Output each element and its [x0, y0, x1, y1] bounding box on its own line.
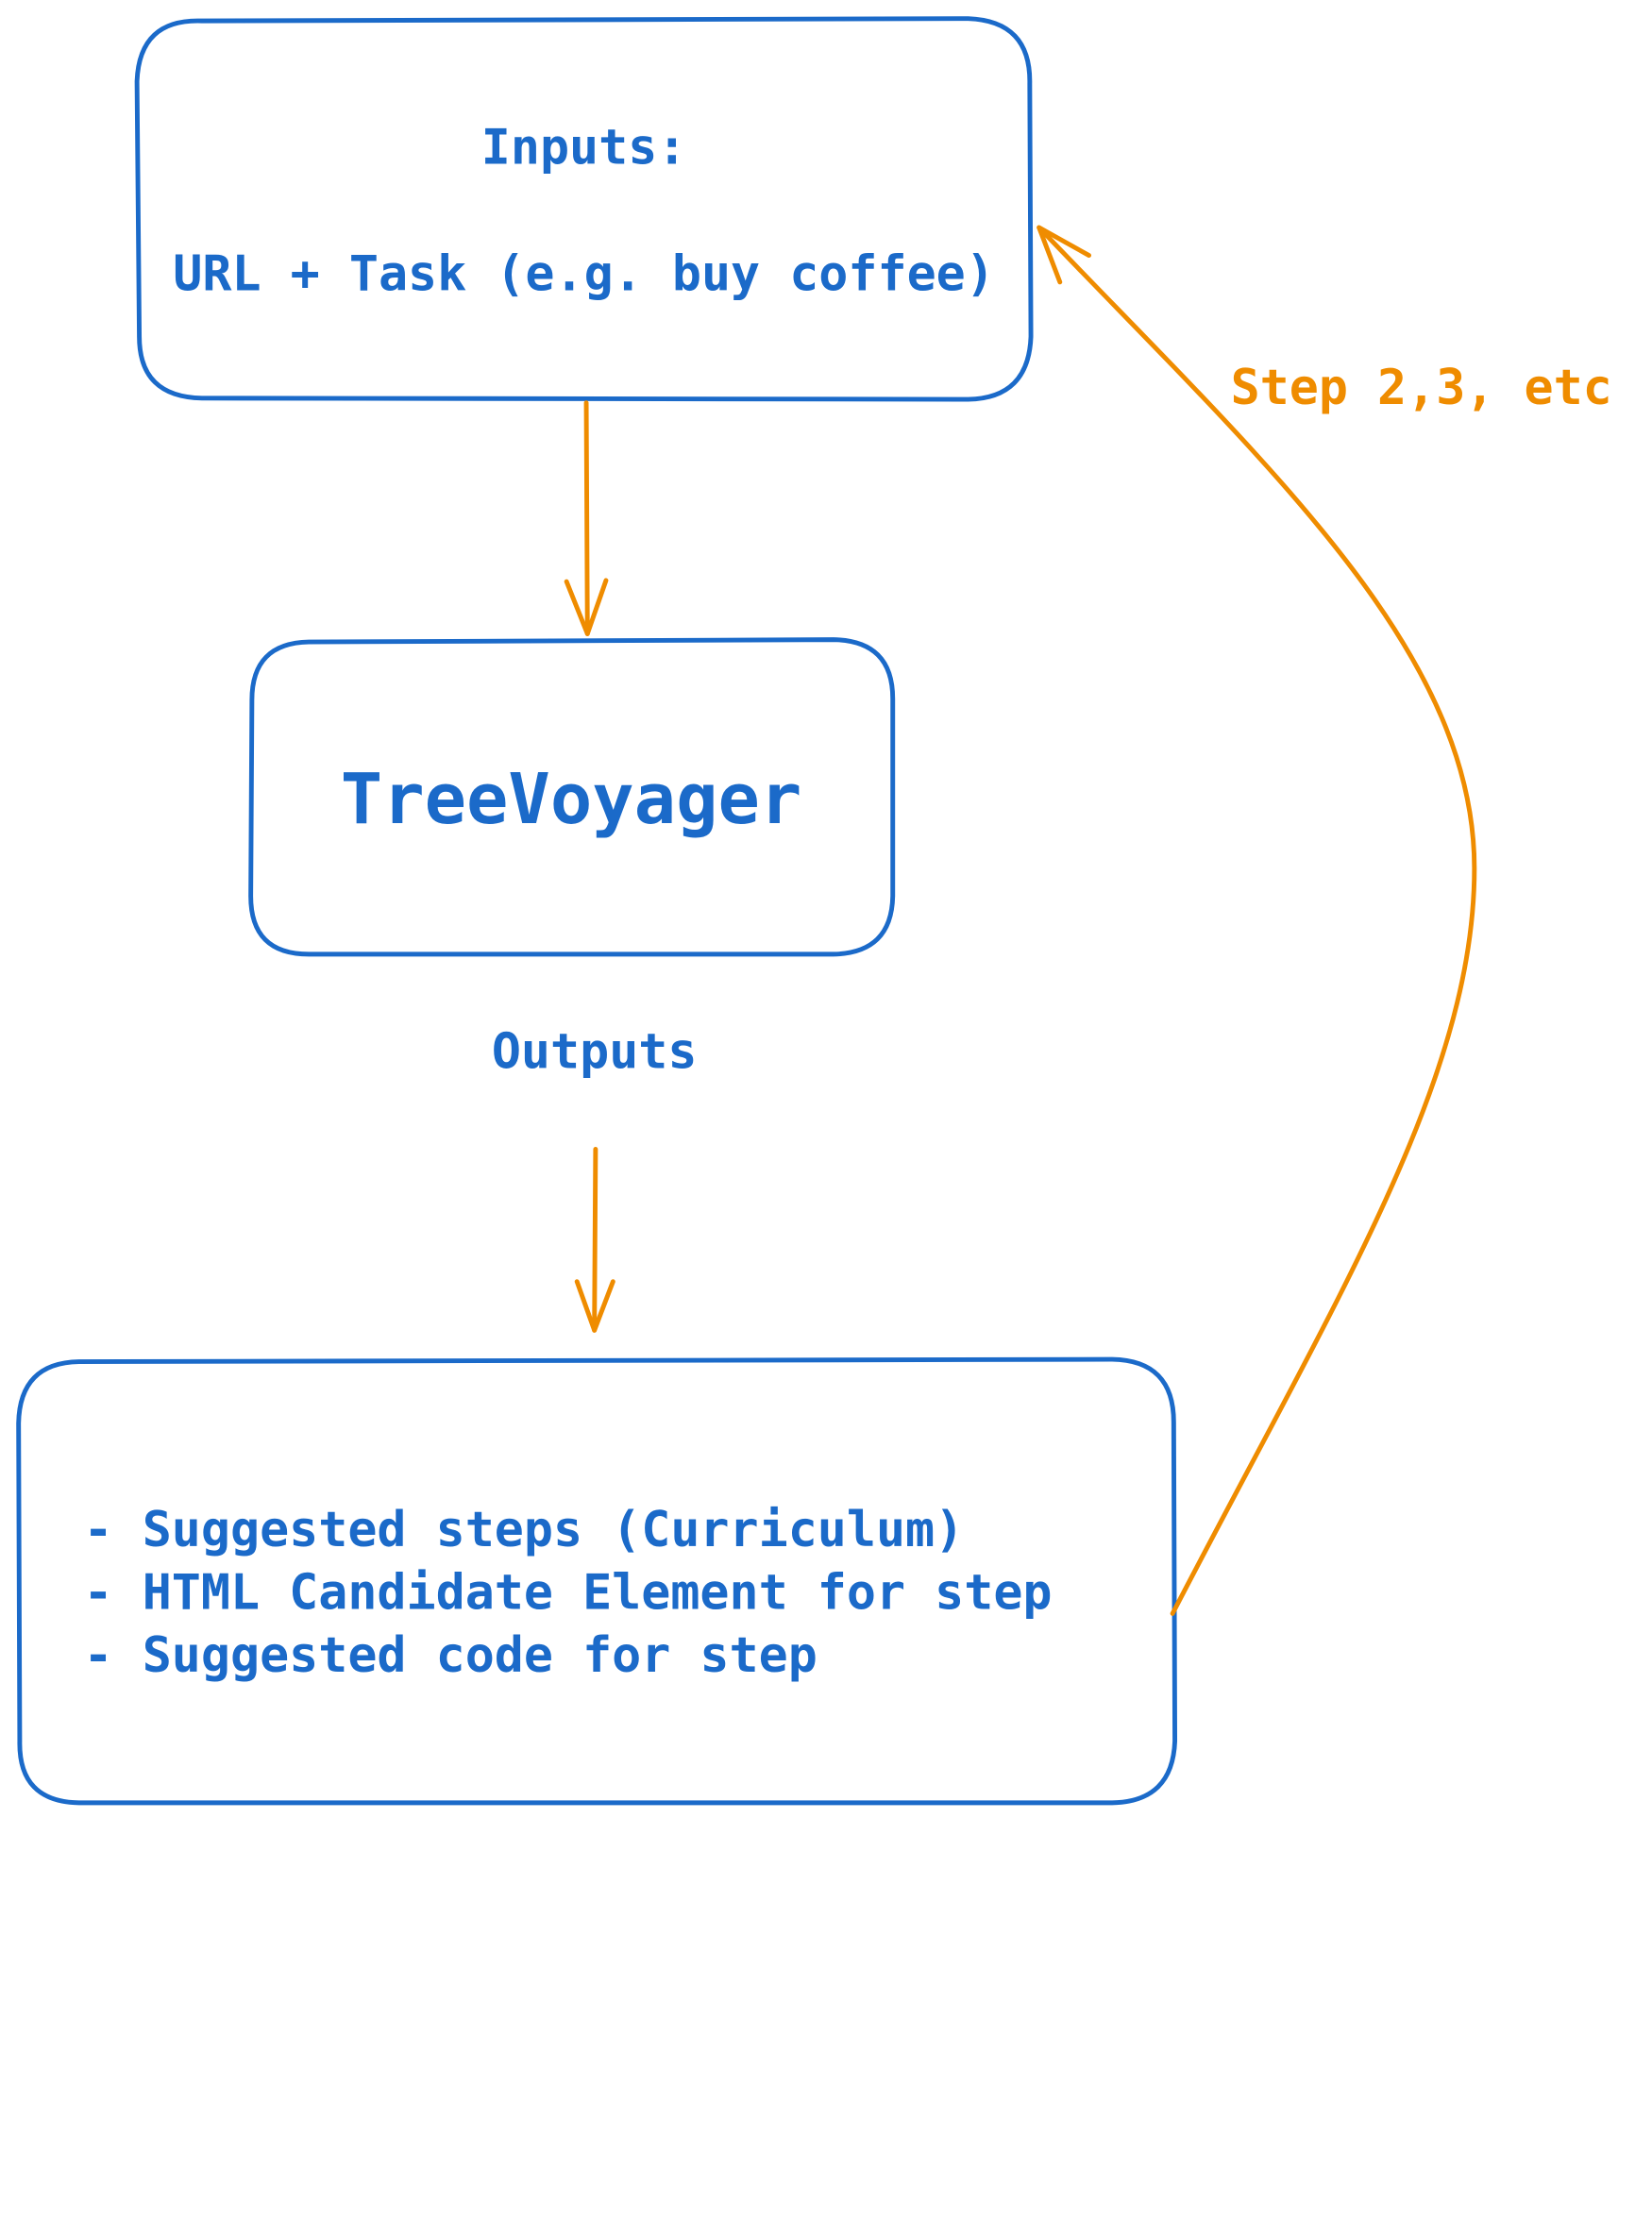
- treevoyager-label: TreeVoyager: [341, 760, 802, 840]
- arrow-head: [564, 578, 609, 636]
- outputs-item-1: - Suggested steps (Curriculum): [84, 1502, 965, 1558]
- arrow-shaft: [583, 400, 590, 636]
- arrow-inputs-to-treevoyager: [564, 400, 609, 636]
- inputs-box: Inputs: URL + Task (e.g. buy coffee): [134, 16, 1034, 402]
- outputs-item-3: - Suggested code for step: [84, 1627, 818, 1684]
- arrow-curve: [1037, 225, 1477, 1616]
- arrow-shaft: [592, 1147, 598, 1333]
- outputs-item-2: - HTML Candidate Element for step: [84, 1565, 1053, 1622]
- inputs-box-border: [134, 16, 1034, 402]
- treevoyager-box: TreeVoyager: [248, 637, 896, 957]
- inputs-content: URL + Task (e.g. buy coffee): [173, 245, 995, 302]
- outputs-box: - Suggested steps (Curriculum) - HTML Ca…: [16, 1356, 1178, 1806]
- outputs-label: Outputs: [492, 1023, 698, 1080]
- arrow-outputs-to-box: [574, 1147, 615, 1333]
- arrow-loop-back: [1037, 225, 1477, 1616]
- outputs-box-border: [16, 1356, 1178, 1806]
- arrow-head: [574, 1279, 615, 1333]
- diagram-canvas: Inputs: URL + Task (e.g. buy coffee) Tre…: [16, 16, 1612, 1806]
- inputs-title: Inputs:: [481, 119, 687, 176]
- arrow-head: [1037, 225, 1092, 285]
- loop-label: Step 2,3, etc: [1231, 360, 1612, 416]
- treevoyager-box-border: [248, 637, 896, 957]
